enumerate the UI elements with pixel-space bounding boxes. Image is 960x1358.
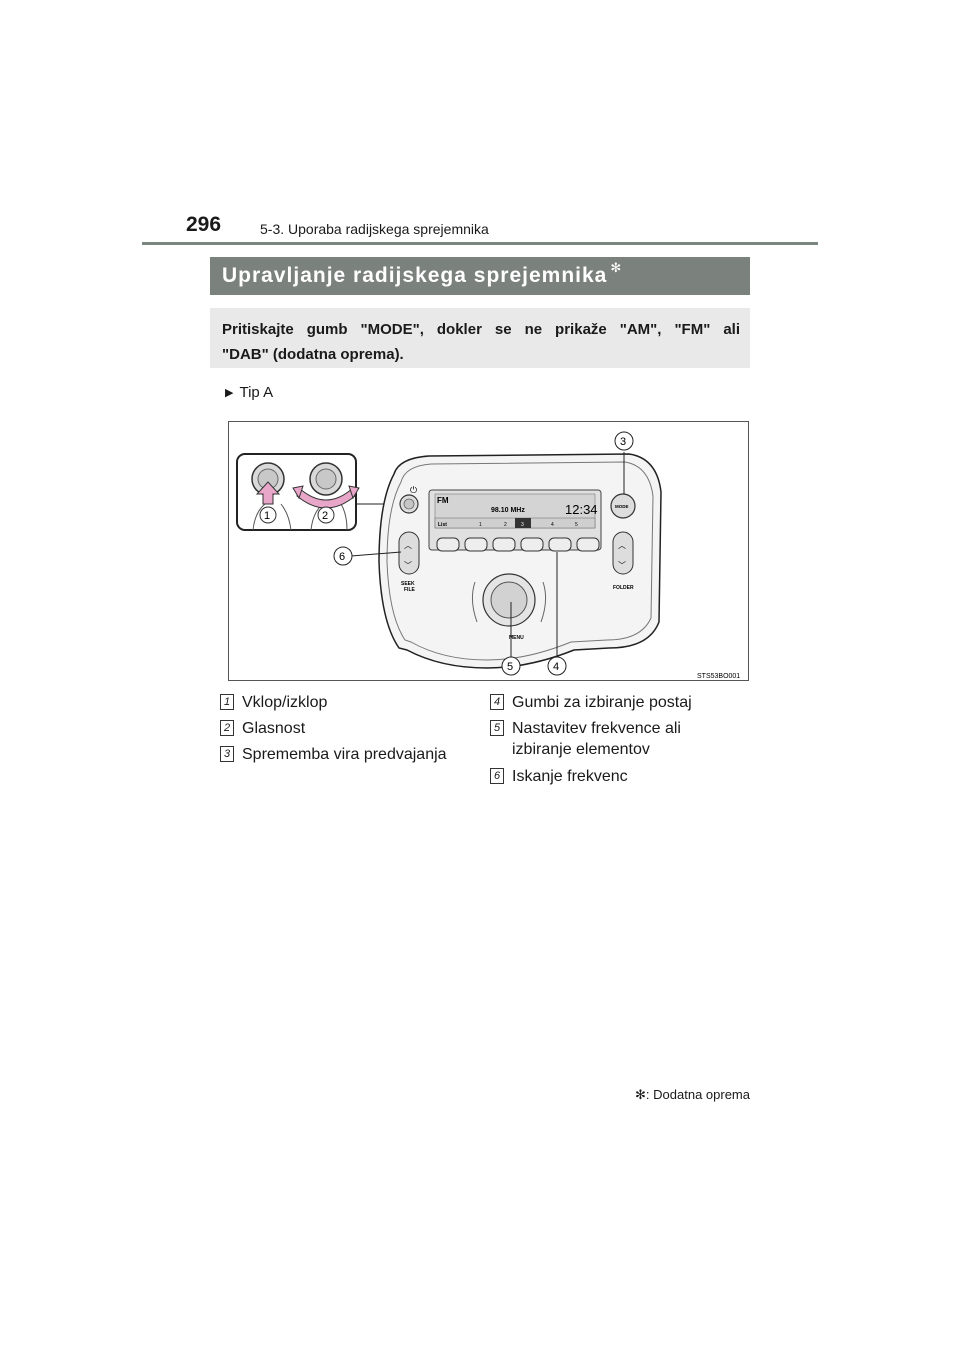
folder-up-icon: ︿ [618, 541, 626, 550]
folder-label: FOLDER [613, 585, 634, 591]
mode-label: MODE [615, 504, 629, 509]
legend-text: Iskanje frekvenc [512, 768, 628, 785]
page-title-bar: Upravljanje radijskega sprejemnika✻ [210, 257, 750, 295]
display-preset-1: 1 [479, 522, 482, 528]
instruction-box: Pritiskajte gumb "MODE", dokler se ne pr… [210, 308, 750, 368]
legend-number: 4 [490, 694, 504, 710]
section-title: 5-3. Uporaba radijskega sprejemnika [260, 221, 489, 237]
type-label: ▶ Tip A [225, 384, 273, 401]
callout-3: 3 [620, 436, 626, 448]
legend-number: 6 [490, 768, 504, 784]
callout-1: 1 [264, 510, 270, 522]
seek-label-2: FILE [404, 587, 415, 593]
preset-buttons [436, 537, 600, 552]
callout-6: 6 [339, 551, 345, 563]
legend-item-5: 5 Nastavitev frekvence ali izbiranje ele… [490, 718, 681, 760]
display-list: List [438, 522, 447, 528]
radio-unit: ︿ ﹀ ︿ ﹀ ⏻ [378, 453, 662, 669]
display-preset-5: 5 [575, 522, 578, 528]
page-number: 296 [186, 213, 222, 236]
seek-label-1: SEEK [401, 581, 415, 587]
callout-2: 2 [322, 510, 328, 522]
legend-number: 3 [220, 746, 234, 762]
push-arrow-icon [255, 481, 281, 505]
seek-up-icon: ︿ [404, 541, 412, 550]
legend-item-3: 3 Sprememba vira predvajanja [220, 744, 447, 765]
knob-inset [236, 453, 360, 531]
legend-number: 2 [220, 720, 234, 736]
legend-text: Sprememba vira predvajanja [242, 746, 447, 763]
rotate-arrow-icon [296, 487, 356, 509]
legend-text: Glasnost [242, 720, 306, 737]
footnote: ✻: Dodatna oprema [635, 1087, 750, 1102]
menu-label: MENU [509, 635, 524, 641]
display-frequency: 98.10 MHz [491, 507, 525, 514]
display-clock: 12:34 [565, 502, 598, 517]
instruction-line-2: "DAB" (dodatna oprema). [222, 346, 404, 363]
legend-number: 5 [490, 720, 504, 736]
header-rule [142, 242, 818, 245]
callout-4: 4 [553, 661, 559, 673]
legend-text-line-1: Nastavitev frekvence ali [512, 720, 681, 737]
display-band: FM [437, 496, 449, 505]
callout-5: 5 [507, 661, 513, 673]
seek-down-icon: ﹀ [404, 561, 412, 570]
radio-figure: 1 2 ︿ ﹀ ︿ ﹀ [228, 421, 749, 681]
legend-text-line-2: izbiranje elementov [512, 741, 650, 758]
display-preset-4: 4 [551, 522, 554, 528]
legend-item-6: 6 Iskanje frekvenc [490, 766, 628, 787]
display-preset-3: 3 [521, 522, 524, 528]
legend-item-2: 2 Glasnost [220, 718, 305, 739]
legend-item-1: 1 Vklop/izklop [220, 692, 327, 713]
legend-text-block: Nastavitev frekvence ali izbiranje eleme… [512, 718, 681, 760]
page-title: Upravljanje radijskega sprejemnika [222, 264, 608, 287]
power-icon: ⏻ [410, 485, 417, 496]
optional-marker: ✻ [610, 260, 623, 275]
figure-code: STS53BO001 [697, 673, 740, 680]
instruction-line-1: Pritiskajte gumb "MODE", dokler se ne pr… [222, 321, 740, 338]
folder-down-icon: ﹀ [618, 561, 626, 570]
legend-text: Vklop/izklop [242, 694, 328, 711]
legend-item-4: 4 Gumbi za izbiranje postaj [490, 692, 692, 713]
legend-number: 1 [220, 694, 234, 710]
type-label-text: Tip A [239, 384, 274, 401]
triangle-bullet-icon: ▶ [225, 387, 234, 399]
radio-illustration: 1 2 ︿ ﹀ ︿ ﹀ [236, 431, 740, 680]
legend-text: Gumbi za izbiranje postaj [512, 694, 692, 711]
display-preset-2: 2 [504, 522, 507, 528]
